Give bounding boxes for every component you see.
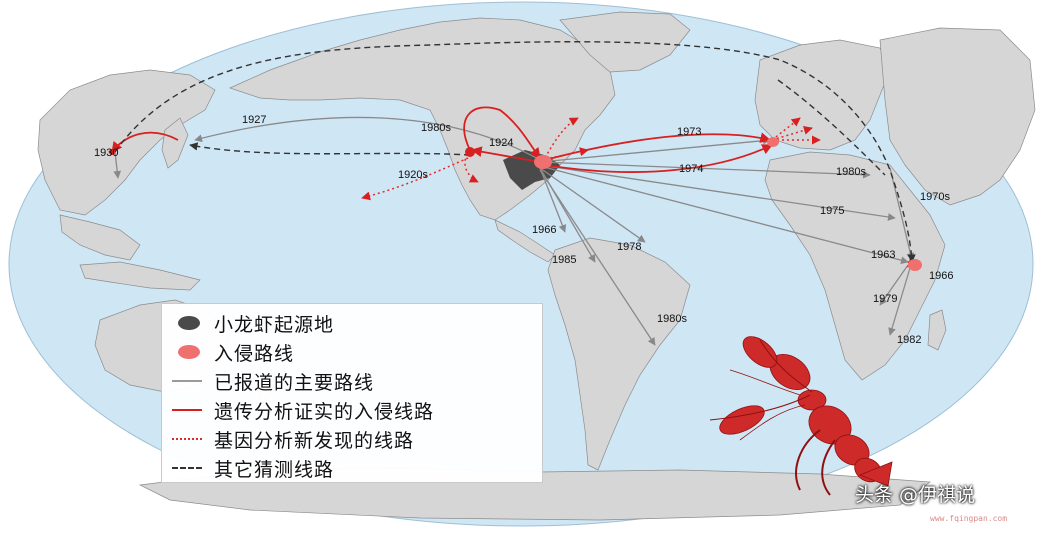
year-label-1924: 1924 — [489, 137, 513, 149]
year-label-1982: 1982 — [897, 334, 921, 346]
year-labels: 1930 1927 1980s 1924 1920s 1973 1974 198… — [94, 114, 953, 346]
route-1927 — [194, 116, 541, 161]
europe — [754, 39, 891, 151]
year-label-1930: 1930 — [94, 147, 118, 159]
legend-label: 其它猜测线路 — [214, 458, 335, 481]
year-label-1980s-af: 1980s — [836, 166, 866, 178]
dashed-routes — [114, 41, 916, 263]
south-america — [547, 237, 691, 471]
route-1975 — [539, 164, 896, 221]
legend-label: 基因分析新发现的线路 — [214, 429, 415, 452]
route-dash-eu-af — [777, 79, 886, 176]
route-europe — [539, 136, 771, 163]
route-1920s — [361, 157, 469, 201]
legend-item-invasion: 入侵路线 — [170, 339, 294, 365]
invasion-points — [109, 137, 922, 271]
route-1974 — [544, 144, 773, 173]
southeast-asia — [59, 214, 141, 261]
year-label-1978: 1978 — [617, 241, 641, 253]
year-label-1985: 1985 — [552, 254, 576, 266]
route-1924 — [470, 146, 541, 163]
dotted-routes — [361, 117, 821, 201]
route-1980s-sa — [539, 169, 656, 346]
dotted-red-line-icon — [170, 429, 204, 449]
invasion-point-ca — [465, 147, 475, 157]
year-label-1966-sa: 1966 — [532, 224, 556, 236]
route-1980s-na — [463, 106, 541, 159]
year-label-1980s-sa: 1980s — [657, 313, 687, 325]
year-label-1920s: 1920s — [398, 169, 428, 181]
legend-label: 入侵路线 — [214, 342, 295, 365]
legend: 小龙虾起源地 入侵路线 已报道的主要路线 遗传分析证实的入侵线路 基因分析新发现… — [161, 303, 543, 483]
crayfish-illustration — [709, 336, 893, 496]
year-label-1927: 1927 — [242, 114, 266, 126]
legend-item-speculated-routes: 其它猜测线路 — [170, 455, 334, 481]
red-line-icon — [170, 400, 204, 420]
route-dash-arctic — [114, 41, 916, 263]
route-1930 — [111, 131, 179, 153]
dashed-line-icon — [170, 458, 204, 478]
gray-routes — [113, 116, 915, 346]
route-dash-pacific — [189, 142, 471, 156]
year-label-1970s: 1970s — [920, 191, 950, 203]
route-dotted-na2 — [464, 149, 479, 183]
asia — [879, 27, 1036, 206]
route-1930-inland — [113, 151, 122, 179]
madagascar — [927, 309, 947, 351]
central-america — [494, 219, 556, 263]
year-label-1963: 1963 — [871, 249, 895, 261]
japan — [161, 117, 189, 169]
route-dotted-e — [549, 147, 589, 159]
year-label-1980s-na: 1980s — [421, 122, 451, 134]
route-1982 — [888, 267, 911, 336]
legend-label: 遗传分析证实的入侵线路 — [214, 400, 435, 423]
legend-label: 已报道的主要路线 — [214, 371, 375, 394]
legend-item-new-routes: 基因分析新发现的线路 — [170, 426, 414, 452]
route-1979 — [879, 264, 909, 306]
watermark-url: www.fqingpan.com — [930, 514, 1008, 523]
legend-item-main-routes: 已报道的主要路线 — [170, 368, 374, 394]
year-label-1966-af: 1966 — [929, 270, 953, 282]
year-label-1975: 1975 — [820, 205, 844, 217]
gray-line-icon — [170, 371, 204, 391]
year-label-1974: 1974 — [679, 163, 703, 175]
route-1978 — [539, 167, 646, 243]
watermark: 头条 @伊祺说 — [855, 484, 976, 506]
invasion-point-europe — [767, 137, 779, 147]
legend-item-origin: 小龙虾起源地 — [170, 310, 334, 336]
route-1980s-af — [539, 161, 871, 179]
route-1966-sa — [539, 167, 567, 233]
dark-blob-icon — [170, 313, 204, 333]
route-1963 — [539, 165, 909, 265]
year-label-1979: 1979 — [873, 293, 897, 305]
route-dotted-eu2 — [771, 126, 813, 141]
route-dotted-eu1 — [771, 117, 801, 141]
east-asia-left — [37, 69, 216, 216]
indonesia — [79, 261, 201, 291]
legend-item-confirmed-routes: 遗传分析证实的入侵线路 — [170, 397, 434, 423]
invasion-point-china — [109, 149, 115, 155]
red-blob-icon — [170, 342, 204, 362]
legend-label: 小龙虾起源地 — [214, 313, 335, 336]
invasion-point-kenya — [908, 259, 922, 271]
route-1970s — [889, 167, 915, 261]
invasion-point-us — [534, 155, 552, 169]
year-label-1973: 1973 — [677, 126, 701, 138]
